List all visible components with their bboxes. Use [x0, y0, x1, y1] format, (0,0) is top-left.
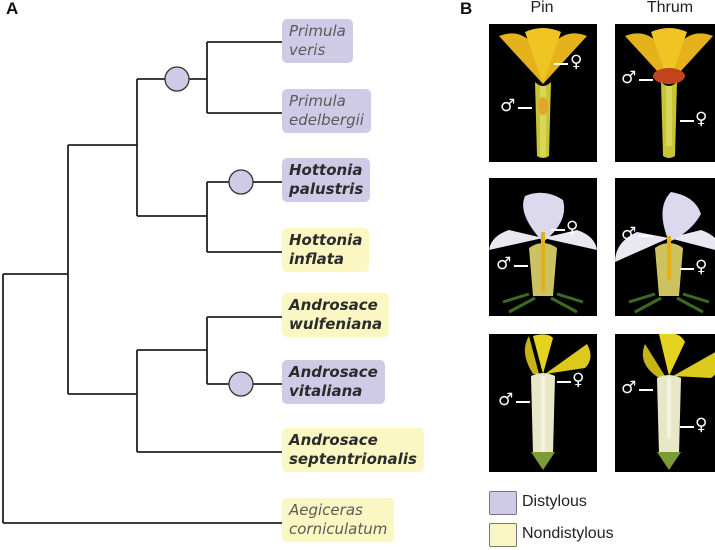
distyly-origin-marker-hottonia: [228, 169, 254, 195]
taxon-genus: Primula: [289, 22, 346, 40]
female-symbol: ♀: [695, 257, 708, 277]
column-header-thrum: Thrum: [646, 0, 694, 16]
pointer-line: [680, 426, 694, 428]
male-symbol: ♂: [498, 390, 514, 410]
pointer-line: [557, 381, 571, 383]
legend-label-nondistylous: Nondistylous: [522, 525, 614, 542]
flower-illustration: [615, 192, 715, 314]
pointer-line: [680, 120, 694, 122]
taxon-label: Primula edelbergii: [282, 89, 371, 133]
taxon-genus: Primula: [289, 92, 346, 110]
male-symbol: ♂: [621, 68, 637, 88]
taxon-species: palustris: [289, 180, 364, 198]
taxon-species: septentrionalis: [289, 450, 417, 468]
pointer-line: [516, 401, 530, 403]
flower-illustration: [499, 28, 587, 158]
taxon-label: Androsace vitaliana: [282, 360, 385, 404]
legend-swatch-nondistylous: [489, 523, 517, 547]
taxon-species: wulfeniana: [289, 315, 383, 333]
flower-photo-androsace-pin: [489, 334, 597, 472]
taxon-species: vitaliana: [289, 382, 363, 400]
male-symbol: ♂: [500, 96, 516, 116]
flower-photo-hottonia-pin: [489, 178, 597, 316]
distyly-origin-marker-primula: [164, 66, 190, 92]
panel-b-label: B: [460, 0, 473, 18]
taxon-label: Hottonia inflata: [282, 228, 370, 272]
pointer-line: [518, 107, 532, 109]
flower-photo-primula-thrum: [615, 24, 715, 162]
distyly-origin-marker-androsace: [228, 371, 254, 397]
pointer-line: [554, 63, 568, 65]
flower-illustration: [524, 334, 591, 470]
pointer-line: [514, 265, 528, 267]
flower-illustration: [625, 28, 713, 158]
flower-photo-hottonia-thrum: [615, 178, 715, 316]
female-symbol: ♀: [695, 109, 708, 129]
column-header-pin: Pin: [530, 0, 554, 16]
taxon-genus: Hottonia: [289, 231, 363, 249]
panel-a-label: A: [6, 0, 19, 18]
taxon-species: edelbergii: [289, 111, 364, 129]
taxon-label: Primula veris: [282, 19, 353, 63]
male-symbol: ♂: [496, 254, 512, 274]
taxon-species: inflata: [289, 250, 345, 268]
taxon-label: Androsace wulfeniana: [282, 293, 390, 337]
pointer-line: [551, 229, 565, 231]
flower-photo-primula-pin: [489, 24, 597, 162]
taxon-label: Hottonia palustris: [282, 158, 371, 202]
flower-illustration: [642, 334, 715, 470]
male-symbol: ♂: [621, 378, 637, 398]
pointer-line: [639, 79, 653, 81]
pointer-line: [680, 268, 694, 270]
pointer-line: [639, 389, 653, 391]
legend-label-distylous: Distylous: [522, 493, 587, 510]
female-symbol: ♀: [570, 52, 583, 72]
pointer-line: [639, 235, 653, 237]
female-symbol: ♀: [695, 415, 708, 435]
taxon-label: Aegiceras corniculatum: [282, 498, 395, 542]
male-symbol: ♂: [621, 224, 637, 244]
legend-swatch-distylous: [489, 491, 517, 515]
taxon-species: veris: [289, 41, 326, 59]
flower-illustration: [489, 192, 597, 314]
female-symbol: ♀: [566, 218, 579, 238]
taxon-genus: Androsace: [289, 296, 378, 314]
taxon-genus: Aegiceras: [289, 501, 363, 519]
taxon-genus: Hottonia: [289, 161, 363, 179]
female-symbol: ♀: [572, 370, 585, 390]
taxon-label: Androsace septentrionalis: [282, 428, 424, 472]
taxon-species: corniculatum: [289, 520, 388, 538]
flower-photo-androsace-thrum: [615, 334, 715, 472]
taxon-genus: Androsace: [289, 363, 378, 381]
taxon-genus: Androsace: [289, 431, 378, 449]
